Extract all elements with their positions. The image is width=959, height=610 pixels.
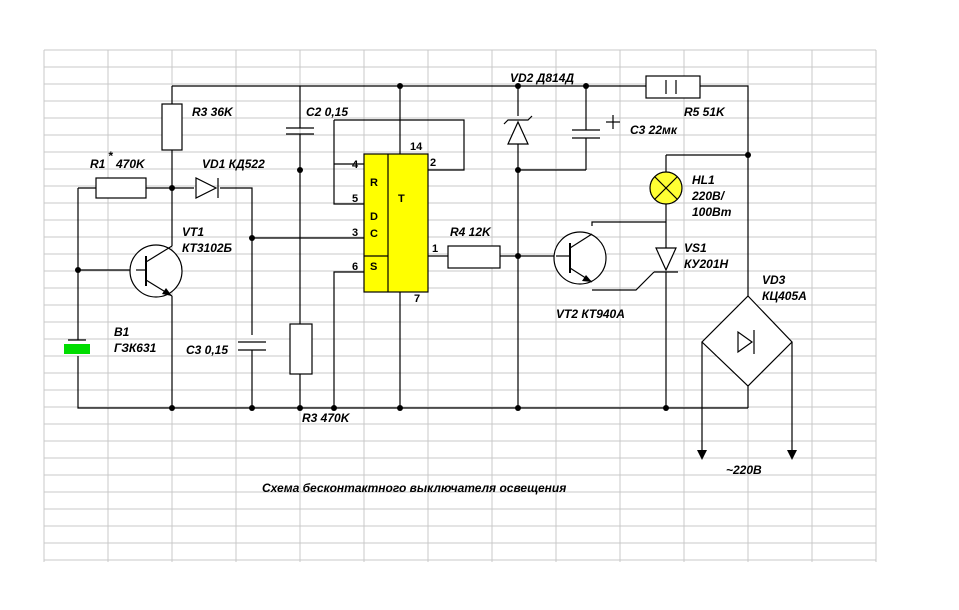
- label-vt2: VT2 КТ940А: [556, 307, 625, 321]
- label-hl1-power: 100Вт: [692, 205, 732, 219]
- label-b1-type: ГЗК631: [114, 341, 157, 355]
- label-vt1-type: КТ3102Б: [182, 241, 233, 255]
- zener-vd2: [503, 115, 533, 145]
- resistor-r3-bottom: [289, 323, 313, 375]
- label-vd2: VD2 Д814Д: [510, 71, 574, 85]
- transistor-vt1: [129, 244, 183, 298]
- chip-pin-label-d: D: [370, 211, 378, 223]
- chip-label-t: T: [398, 193, 405, 205]
- label-hl1: HL1: [692, 173, 715, 187]
- battery-b1: [64, 339, 90, 354]
- label-r3-bottom: R3 470K: [302, 411, 351, 425]
- pin-number-4: 4: [352, 159, 359, 171]
- diode-vd1: [195, 177, 219, 199]
- capacitor-c3-bottom: [238, 341, 266, 351]
- lamp-hl1: [649, 171, 683, 205]
- diagram-caption: Схема бесконтактного выключателя освещен…: [262, 481, 566, 495]
- pin-number-3: 3: [352, 227, 358, 239]
- pin-number-14: 14: [410, 141, 423, 153]
- resistor-r3-top: [161, 103, 183, 151]
- resistor-r4: [447, 245, 501, 269]
- pin-number-6: 6: [352, 261, 358, 273]
- resistor-r5: [645, 75, 701, 99]
- label-r1-star: *: [108, 149, 114, 163]
- label-r1-value: 470K: [115, 157, 146, 171]
- label-vd1: VD1 КД522: [202, 157, 265, 171]
- chip-trigger: R D C S T: [363, 153, 429, 293]
- pin-number-5: 5: [352, 193, 358, 205]
- pin-number-7: 7: [414, 293, 420, 305]
- capacitor-c3-top: [572, 115, 620, 139]
- label-r5: R5 51K: [684, 105, 726, 119]
- wires: [77, 85, 793, 452]
- chip-pin-label-c: C: [370, 228, 378, 240]
- mains-arrow-right: [787, 450, 797, 460]
- junction-dots: [75, 83, 751, 411]
- label-vs1: VS1: [684, 241, 707, 255]
- label-vt1: VT1: [182, 225, 204, 239]
- label-r3-top: R3 36K: [192, 105, 234, 119]
- label-vd3-type: КЦ405А: [762, 289, 807, 303]
- bridge-vd3: [701, 295, 793, 387]
- pin-number-1: 1: [432, 243, 438, 255]
- thyristor-vs1: [654, 247, 678, 273]
- resistor-r1: [95, 177, 147, 199]
- label-r4: R4 12K: [450, 225, 492, 239]
- chip-pin-label-r: R: [370, 177, 378, 189]
- pin-number-2: 2: [430, 157, 436, 169]
- label-vs1-type: КУ201Н: [684, 257, 729, 271]
- capacitor-c2: [286, 127, 314, 135]
- mains-arrow-left: [697, 450, 707, 460]
- label-hl1-voltage: 220В/: [691, 189, 726, 203]
- chip-pin-label-s: S: [370, 261, 377, 273]
- label-b1: B1: [114, 325, 130, 339]
- label-r1: R1: [90, 157, 106, 171]
- label-c3-top: C3 22мк: [630, 123, 678, 137]
- label-vd3: VD3: [762, 273, 786, 287]
- label-c3-bottom: C3 0,15: [186, 343, 228, 357]
- label-c2: C2 0,15: [306, 105, 348, 119]
- transistor-vt2: [553, 231, 607, 285]
- label-mains: ~220В: [726, 463, 762, 477]
